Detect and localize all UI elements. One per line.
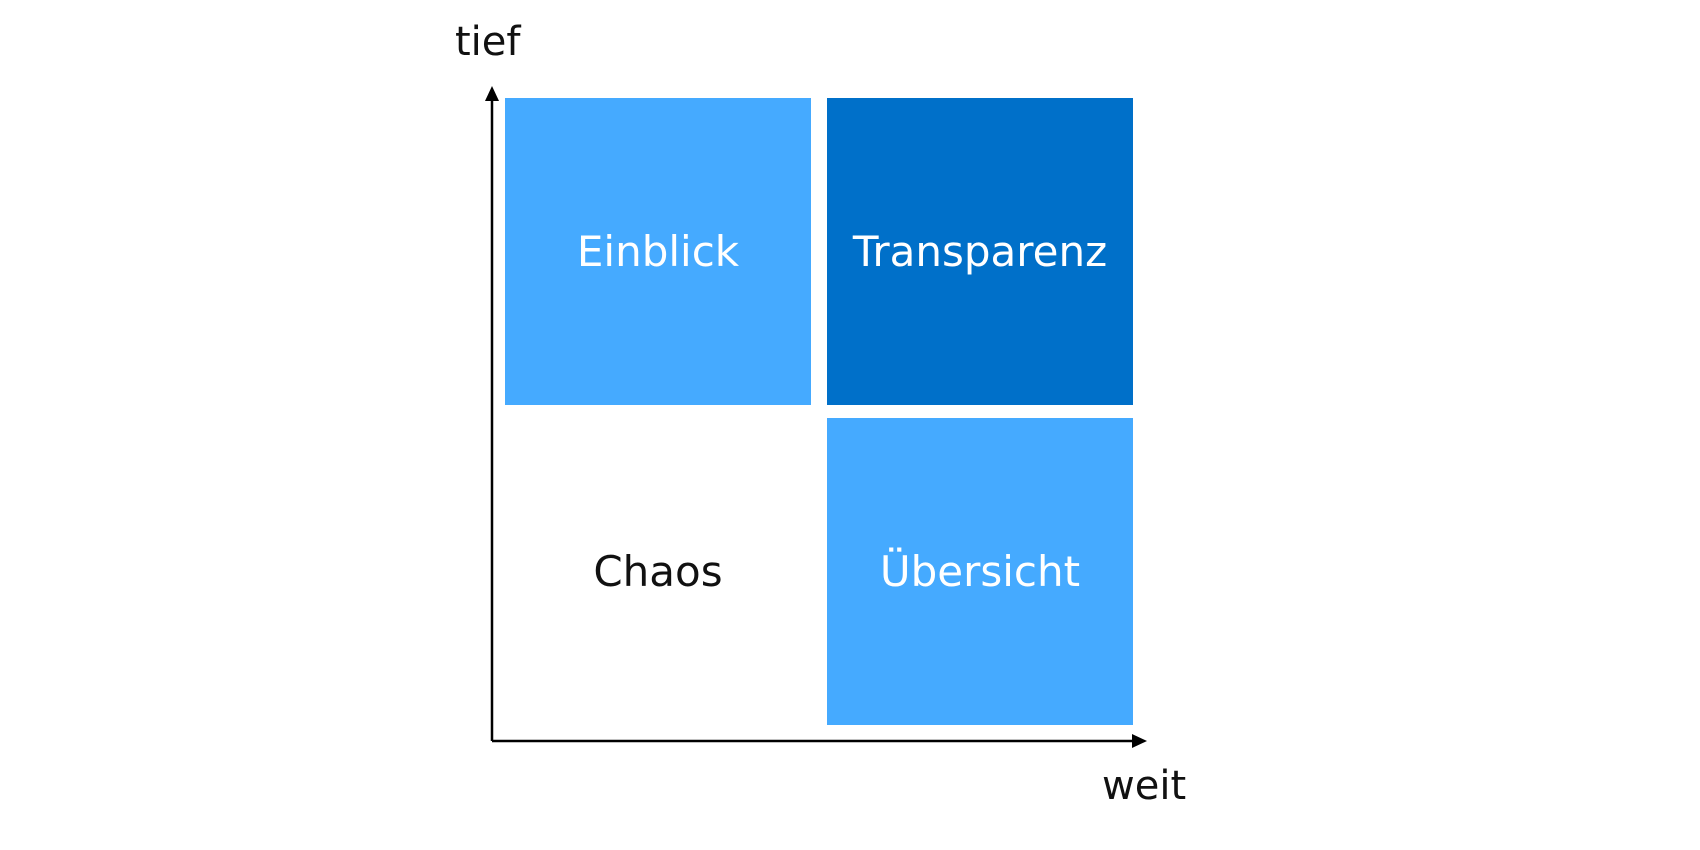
quadrant-label-chaos: Chaos (593, 546, 723, 596)
quadrant-uebersicht: Übersicht (827, 418, 1133, 725)
quadrant-label-uebersicht: Übersicht (879, 546, 1081, 596)
x-axis-arrowhead (1132, 734, 1147, 748)
y-axis-arrowhead (485, 86, 499, 101)
x-axis-label: weit (1102, 763, 1187, 809)
quadrant-chaos: Chaos (505, 418, 811, 725)
quadrant-label-transparenz: Transparenz (852, 226, 1108, 276)
quadrant-label-einblick: Einblick (576, 226, 740, 276)
y-axis-label: tief (455, 19, 521, 65)
quadrant-transparenz: Transparenz (827, 98, 1133, 405)
quadrant-einblick: Einblick (505, 98, 811, 405)
